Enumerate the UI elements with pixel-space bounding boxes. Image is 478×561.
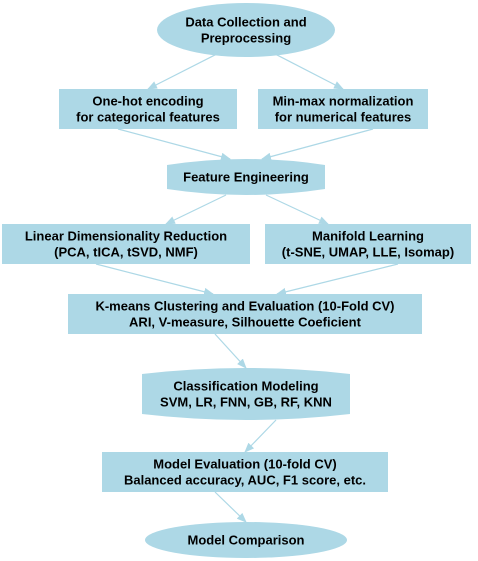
node-shape (167, 159, 325, 195)
node-shape (102, 452, 388, 492)
node-shape (265, 224, 471, 264)
node-manifold: Manifold Learning(t-SNE, UMAP, LLE, Isom… (265, 224, 471, 264)
node-shape (142, 368, 350, 420)
node-label-line: (PCA, tICA, tSVD, NMF) (54, 245, 198, 260)
node-label-line: for categorical features (76, 110, 220, 125)
node-label-line: Classification Modeling (173, 379, 318, 394)
node-shape (2, 224, 250, 264)
node-label-line: Balanced accuracy, AUC, F1 score, etc. (124, 473, 366, 488)
edge-classification-to-model_eval (244, 419, 277, 453)
edge-min_max-to-feature_engineering (261, 128, 374, 161)
edge-data_collection-to-min_max (272, 52, 344, 90)
node-label-line: Feature Engineering (183, 170, 309, 185)
edge-manifold-to-kmeans (276, 263, 399, 296)
edge-data_collection-to-one_hot (147, 52, 220, 90)
edge-feature_engineering-to-manifold (265, 194, 329, 225)
node-label-line: Linear Dimensionality Reduction (25, 229, 227, 244)
node-shape (68, 294, 422, 334)
node-shape (157, 3, 335, 57)
node-label-line: Preprocessing (201, 31, 291, 46)
edge-one_hot-to-feature_engineering (117, 128, 231, 161)
edge-model_eval-to-model_comparison (214, 491, 247, 523)
node-label-line: Min-max normalization (273, 94, 414, 109)
node-label-line: Manifold Learning (312, 229, 424, 244)
node-label-line: (t-SNE, UMAP, LLE, Isomap) (282, 245, 454, 260)
node-label-line: SVM, LR, FNN, GB, RF, KNN (160, 395, 332, 410)
node-feature-engineering: Feature Engineering (167, 159, 325, 195)
edges (95, 52, 399, 523)
node-label-line: Data Collection and (185, 15, 306, 30)
node-label-line: Model Comparison (187, 533, 304, 548)
node-label-line: Model Evaluation (10-fold CV) (153, 457, 336, 472)
node-label-line: ARI, V-measure, Silhouette Coeficient (129, 315, 362, 330)
node-shape (59, 89, 237, 129)
node-model-comparison: Model Comparison (145, 522, 347, 558)
node-label-line: One-hot encoding (92, 94, 203, 109)
node-shape (258, 89, 428, 129)
nodes: Data Collection andPreprocessingOne-hot … (2, 3, 471, 558)
node-label-line: for numerical features (275, 110, 412, 125)
edge-linear_dr-to-kmeans (95, 263, 214, 296)
node-model-eval: Model Evaluation (10-fold CV)Balanced ac… (102, 452, 388, 492)
node-kmeans: K-means Clustering and Evaluation (10-Fo… (68, 294, 422, 334)
edge-kmeans-to-classification (214, 333, 247, 369)
node-shape (145, 522, 347, 558)
node-linear-dr: Linear Dimensionality Reduction(PCA, tIC… (2, 224, 250, 264)
edge-feature_engineering-to-linear_dr (165, 194, 227, 225)
node-label-line: K-means Clustering and Evaluation (10-Fo… (95, 299, 394, 314)
